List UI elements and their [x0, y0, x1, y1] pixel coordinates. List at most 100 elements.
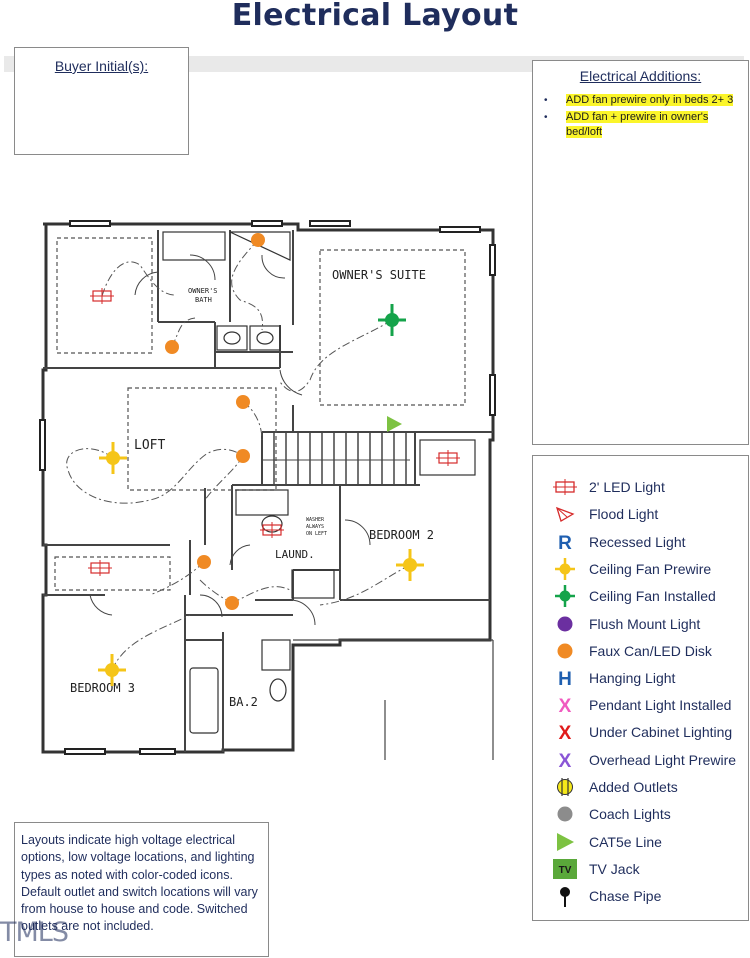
legend-item: X Overhead Light Prewire — [533, 749, 748, 771]
svg-text:X: X — [559, 696, 572, 716]
legend-item: Flood Light — [533, 503, 748, 525]
legend-label: Ceiling Fan Prewire — [589, 561, 712, 577]
svg-text:TV: TV — [559, 865, 572, 876]
electrical-additions-heading: Electrical Additions: — [579, 68, 702, 84]
led-2ft-icon — [89, 287, 115, 305]
led-2ft-icon — [553, 479, 577, 495]
legend-item: Faux Can/LED Disk — [533, 640, 748, 662]
disclaimer-note-box: Layouts indicate high voltage electrical… — [14, 822, 269, 957]
led-2ft-icon — [435, 449, 461, 467]
room-label-bedroom-2: BEDROOM 2 — [369, 528, 434, 542]
room-label-owners-bath: OWNER'S — [188, 287, 218, 295]
svg-text:H: H — [558, 669, 572, 689]
ceiling-fan-installed-icon — [376, 302, 408, 338]
plan-symbols — [87, 233, 461, 688]
cat5e-icon — [387, 416, 402, 432]
flood-light-icon — [555, 506, 575, 522]
ceiling-fan-installed-icon — [555, 585, 575, 607]
legend-label: Faux Can/LED Disk — [589, 643, 712, 659]
recessed-light-icon: R — [558, 533, 572, 553]
svg-text:X: X — [559, 751, 572, 771]
legend-label: 2' LED Light — [589, 479, 665, 495]
legend-item: R Recessed Light — [533, 531, 748, 553]
room-label-bath-2: BA.2 — [229, 695, 258, 709]
legend-label: Overhead Light Prewire — [589, 752, 737, 768]
hanging-light-icon: H — [558, 669, 572, 689]
room-label-washer: WASHER — [306, 517, 325, 523]
tv-jack-icon: TV — [553, 859, 577, 879]
coach-light-icon — [557, 806, 573, 822]
bullet-icon: • — [544, 112, 548, 123]
faux-can-icon — [225, 596, 239, 610]
legend-label: CAT5e Line — [589, 834, 662, 850]
legend-item: Flush Mount Light — [533, 613, 748, 635]
legend-label: TV Jack — [589, 861, 640, 877]
legend-item: Chase Pipe — [533, 885, 748, 907]
window-markers — [39, 220, 496, 755]
legend-item: H Hanging Light — [533, 667, 748, 689]
faux-can-icon — [197, 555, 211, 569]
addition-item-text: ADD fan prewire only in beds 2+ 3 — [566, 94, 734, 106]
legend-label: Chase Pipe — [589, 888, 662, 904]
legend-label: Pendant Light Installed — [589, 697, 732, 713]
flush-mount-icon — [557, 616, 573, 632]
door-swings — [89, 254, 371, 626]
buyer-initials-heading: Buyer Initial(s): — [54, 58, 149, 74]
page-title: Electrical Layout — [231, 0, 519, 33]
electrical-additions-box: Electrical Additions: • ADD fan prewire o… — [532, 60, 749, 445]
disclaimer-note-text: Layouts indicate high voltage electrical… — [21, 833, 258, 934]
legend-item: Ceiling Fan Prewire — [533, 558, 748, 580]
electrical-additions-list: • ADD fan prewire only in beds 2+ 3 •ADD … — [543, 93, 739, 142]
legend-label: Flush Mount Light — [589, 616, 701, 632]
legend-item: X Pendant Light Installed — [533, 694, 748, 716]
addition-item: •ADD fan + prewire in owner's bed/loft — [543, 110, 739, 140]
legend-label: Flood Light — [589, 506, 659, 522]
legend-label: Ceiling Fan Installed — [589, 588, 716, 604]
room-labels: OWNER'S SUITE OWNER'S BATH LOFT BEDROOM … — [70, 268, 434, 709]
legend-item: Added Outlets — [533, 776, 748, 798]
faux-can-icon — [165, 340, 179, 354]
room-label-owners-suite: OWNER'S SUITE — [332, 268, 426, 282]
room-label-washer-2: ALWAYS — [306, 524, 324, 530]
faux-can-icon — [557, 643, 573, 659]
tray-ceilings — [54, 237, 466, 591]
legend-item: 2' LED Light — [533, 476, 748, 498]
added-outlet-icon — [557, 778, 573, 796]
ceiling-fan-prewire-icon — [555, 558, 575, 580]
room-label-washer-3: ON LEFT — [306, 531, 327, 537]
mls-watermark-logo: TMLS — [0, 917, 69, 948]
legend-label: Recessed Light — [589, 534, 686, 550]
pendant-light-icon: X — [559, 696, 572, 716]
room-label-owners-bath-2: BATH — [195, 296, 212, 304]
ceiling-fan-prewire-icon — [394, 547, 426, 583]
addition-item: • ADD fan prewire only in beds 2+ 3 — [543, 93, 739, 108]
legend-label: Coach Lights — [589, 806, 671, 822]
buyer-initials-box[interactable]: Buyer Initial(s): — [14, 47, 189, 155]
overhead-prewire-icon: X — [559, 751, 572, 771]
legend-item: TV TV Jack — [533, 858, 748, 880]
garage-lines — [293, 639, 494, 760]
svg-text:R: R — [558, 533, 572, 553]
cat5e-icon — [557, 833, 574, 851]
legend-item: Ceiling Fan Installed — [533, 585, 748, 607]
legend-item: CAT5e Line — [533, 831, 748, 853]
svg-text:X: X — [559, 723, 572, 743]
faux-can-icon — [251, 233, 265, 247]
legend-label: Added Outlets — [589, 779, 678, 795]
fixtures — [162, 231, 476, 734]
room-label-laundry: LAUND. — [275, 548, 315, 561]
legend-box: 2' LED Light Flood Light R Recessed Ligh… — [532, 455, 749, 921]
led-2ft-icon — [87, 559, 113, 577]
room-label-loft: LOFT — [134, 438, 165, 453]
legend-label: Under Cabinet Lighting — [589, 724, 733, 740]
bullet-icon: • — [544, 95, 548, 106]
legend-item: Coach Lights — [533, 803, 748, 825]
under-cabinet-icon: X — [559, 723, 572, 743]
faux-can-icon — [236, 395, 250, 409]
led-2ft-icon — [259, 521, 285, 539]
staircase — [261, 432, 410, 485]
legend-label: Hanging Light — [589, 670, 676, 686]
room-label-bedroom-3: BEDROOM 3 — [70, 681, 135, 695]
chase-pipe-icon — [560, 887, 570, 907]
